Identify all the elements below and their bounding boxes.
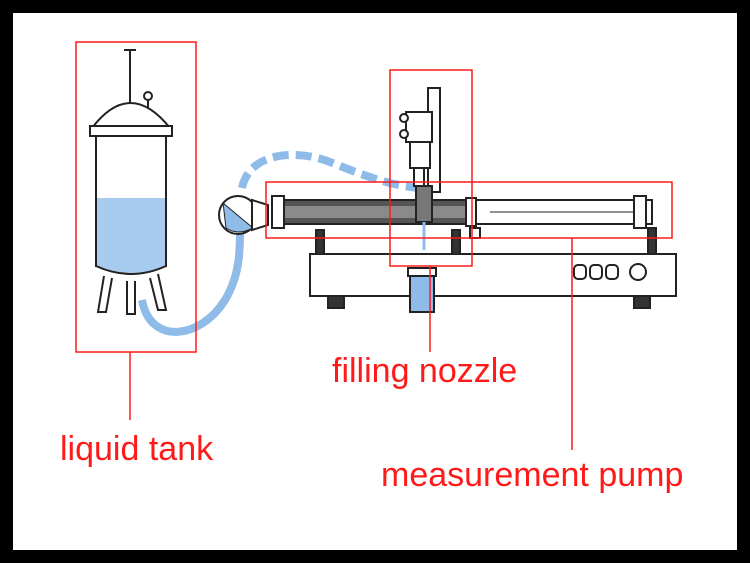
liquid-tank [89,49,173,315]
liquid-tank-frame [75,41,197,353]
filling-nozzle-frame [389,69,473,267]
valve [218,195,269,235]
measurement-pump-label: measurement pump [381,456,684,494]
callouts [75,41,673,450]
machine [271,87,677,313]
filling-nozzle-label: filling nozzle [332,352,518,390]
supply-hose [138,229,244,336]
liquid-tank-label: liquid tank [60,430,214,468]
measurement-pump-frame [265,181,673,239]
